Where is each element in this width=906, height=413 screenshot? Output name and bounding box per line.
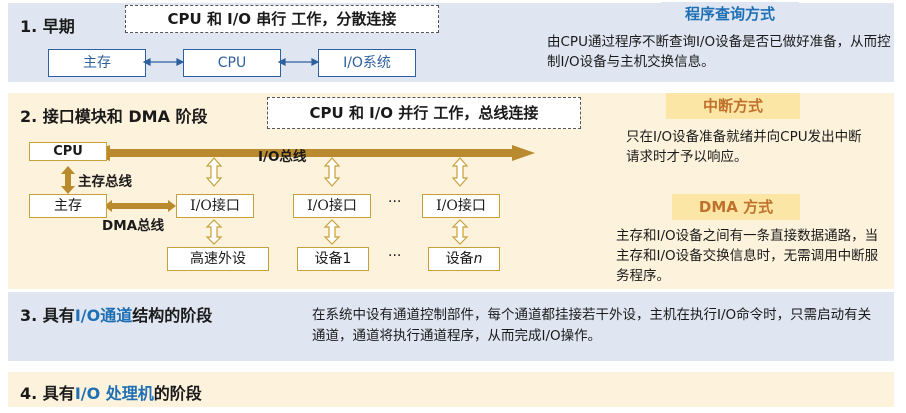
io-system-box: I/O系统 (318, 49, 416, 77)
section-4-title-pre: 具有 (42, 384, 75, 403)
memory-bus-arrow (61, 166, 75, 194)
interrupt-method-desc: 只在I/O设备准备就绪并向CPU发出中断请求时才予以响应。 (626, 129, 862, 165)
section-3-desc: 在系统中设有通道控制部件，每个通道都挂接若干外设，主机在执行I/O命令时，只需启… (312, 307, 872, 344)
section-3-number: 3. (20, 306, 38, 325)
memory-node: 主存 (29, 194, 107, 218)
device-ellipsis: ··· (388, 248, 402, 264)
polling-method-title: 程序查询方式 (661, 2, 799, 26)
device-n-label: 设备 (445, 251, 474, 267)
section-4-title-post: 的阶段 (153, 384, 202, 403)
section-1-title: 早期 (42, 17, 75, 36)
interface-device-1-arrow (205, 219, 223, 245)
bus-interface-3-arrow (451, 157, 469, 187)
section-4-title-highlight: I/O 处理机 (74, 384, 154, 403)
dma-bus-label: DMA总线 (102, 218, 165, 234)
device-n-index: n (473, 251, 483, 267)
section-1-note: CPU 和 I/O 串行 工作，分散连接 (125, 5, 439, 33)
io-bus-arrow (90, 145, 535, 161)
section-4-panel (8, 372, 894, 407)
io-interface-3: I/O接口 (422, 194, 500, 218)
section-2-title: 接口模块和 DMA 阶段 (42, 107, 208, 126)
io-interface-1: I/O接口 (176, 194, 254, 218)
section-3-panel (8, 292, 894, 361)
section-3-heading: 3. 具有I/O通道结构的阶段 (20, 302, 212, 326)
bus-interface-2-arrow (323, 157, 341, 187)
section-3-title-pre: 具有 (42, 306, 75, 325)
device-n: 设备n (428, 247, 500, 271)
interface-device-3-arrow (451, 219, 469, 245)
cpu-box: CPU (183, 49, 281, 77)
section-2-number: 2. (20, 107, 38, 126)
memory-bus-label: 主存总线 (78, 174, 132, 190)
io-interface-2: I/O接口 (293, 194, 371, 218)
interface-device-2-arrow (323, 219, 341, 245)
polling-method-desc: 由CPU通过程序不断查询I/O设备是否已做好准备，从而控制I/O设备与主机交换信… (547, 34, 891, 70)
cpu-node: CPU (29, 142, 107, 161)
dma-method-desc: 主存和I/O设备之间有一条直接数据通路，当主存和I/O设备交换信息时，无需调用中… (616, 228, 879, 284)
section-2-heading: 2. 接口模块和 DMA 阶段 (20, 103, 208, 127)
section-3-title-highlight: I/O通道 (74, 306, 133, 325)
bus-interface-1-arrow (205, 157, 223, 187)
section-3-title-post: 结构的阶段 (132, 306, 213, 325)
section-4-number: 4. (20, 384, 38, 403)
section-1-heading: 1. 早期 (20, 13, 75, 37)
section-2-note: CPU 和 I/O 并行 工作，总线连接 (267, 97, 581, 129)
section-1-number: 1. (20, 17, 38, 36)
dma-bus-arrow (104, 200, 176, 212)
interface-ellipsis: ··· (388, 194, 402, 210)
io-bus-label: I/O总线 (258, 149, 307, 165)
dma-method-title: DMA 方式 (672, 194, 800, 220)
high-speed-device: 高速外设 (167, 247, 269, 271)
device-1: 设备1 (297, 247, 369, 271)
memory-box: 主存 (48, 49, 146, 77)
interrupt-method-title: 中断方式 (666, 93, 800, 119)
section-4-heading: 4. 具有I/O 处理机的阶段 (20, 380, 202, 404)
